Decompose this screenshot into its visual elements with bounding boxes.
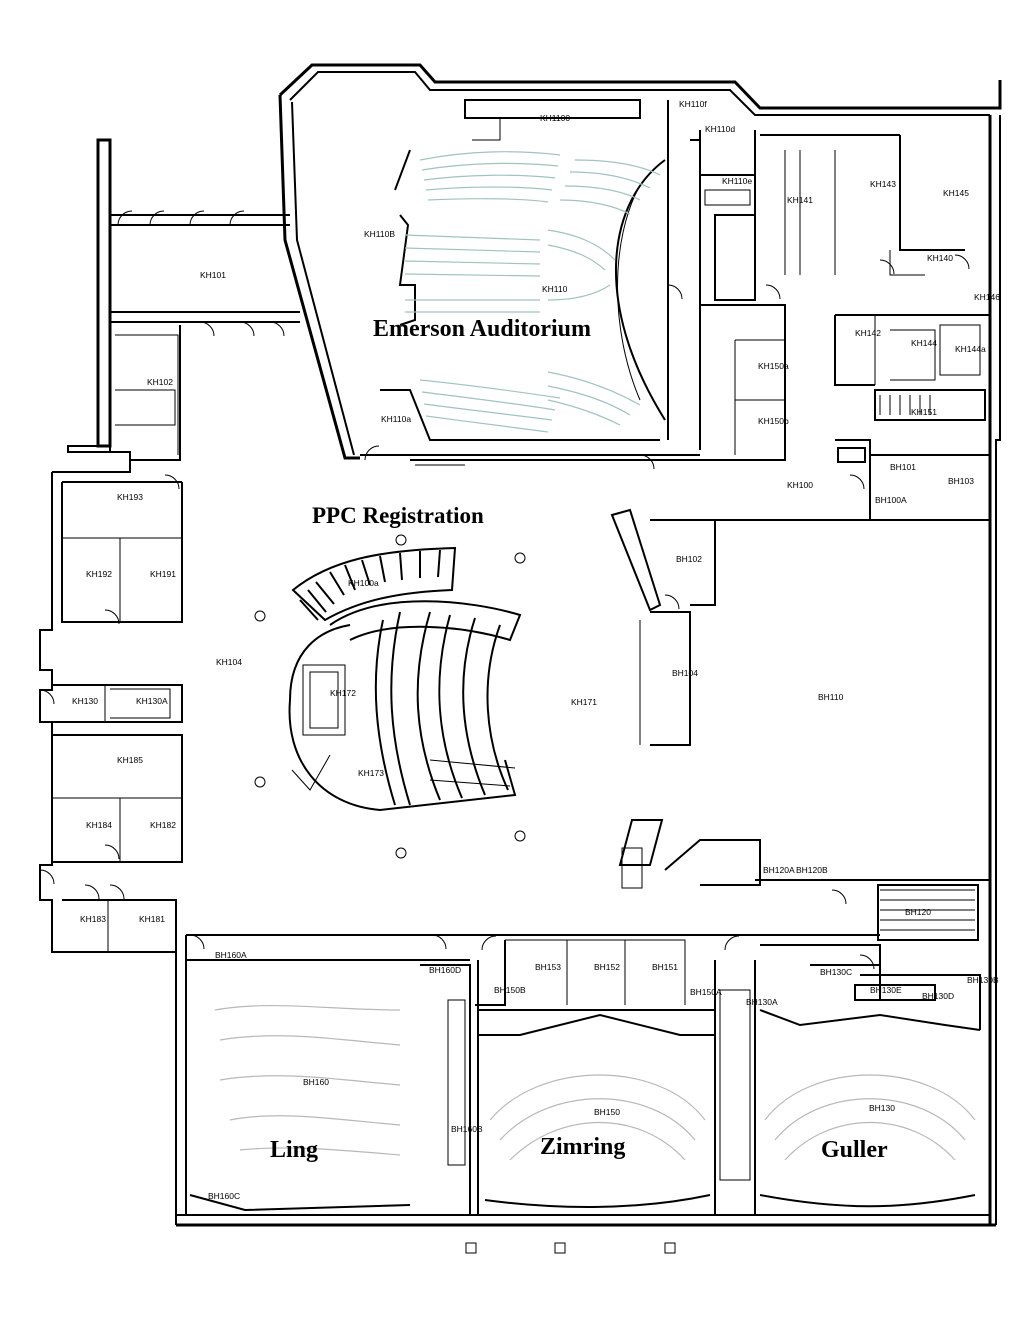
room-label: KH184 xyxy=(86,820,112,830)
room-label: BH150 xyxy=(594,1107,620,1117)
room-label: BH160B xyxy=(451,1124,483,1134)
hall-title-emerson: Emerson Auditorium xyxy=(373,316,591,342)
room-label: KH181 xyxy=(139,914,165,924)
room-label: BH150B xyxy=(494,985,526,995)
hall-title-zimring: Zimring xyxy=(540,1134,625,1160)
south-seating xyxy=(214,1004,976,1161)
room-label: KH141 xyxy=(787,195,813,205)
room-label: KH102 xyxy=(147,377,173,387)
doors xyxy=(39,210,970,970)
room-label: BH160C xyxy=(208,1191,240,1201)
room-label: BH100A xyxy=(875,495,907,505)
room-label: BH130D xyxy=(922,991,954,1001)
room-label: KH143 xyxy=(870,179,896,189)
room-label: KH101 xyxy=(200,270,226,280)
emerson-seating xyxy=(404,151,661,433)
room-label: KH1100 xyxy=(540,113,570,123)
room-label: BH130C xyxy=(820,967,852,977)
room-label: BH153 xyxy=(535,962,561,972)
room-label: KH191 xyxy=(150,569,176,579)
room-label: KH183 xyxy=(80,914,106,924)
room-label: KH144 xyxy=(911,338,937,348)
room-label: KH146 xyxy=(974,292,1000,302)
room-label: BH120 xyxy=(905,907,931,917)
room-label: KH140 xyxy=(927,253,953,263)
room-label: KH110a xyxy=(381,414,411,424)
room-label: BH101 xyxy=(890,462,916,472)
room-label: BH120B xyxy=(796,865,828,875)
room-label: KH150b xyxy=(758,416,789,426)
hall-title-guller: Guller xyxy=(821,1137,888,1163)
room-label: KH110d xyxy=(705,124,735,134)
room-label: KH172 xyxy=(330,688,356,698)
room-label: BH120A xyxy=(763,865,795,875)
northeast-rooms xyxy=(690,130,990,521)
west-rooms xyxy=(52,322,183,952)
room-label: KH130A xyxy=(136,696,168,706)
room-label: BH152 xyxy=(594,962,620,972)
south-halls xyxy=(186,934,981,1215)
legend-box-3 xyxy=(664,1242,676,1254)
room-label: KH142 xyxy=(855,328,881,338)
room-label: KH144a xyxy=(955,344,986,354)
room-label: KH110 xyxy=(542,284,568,294)
room-label: KH130 xyxy=(72,696,98,706)
room-label: KH182 xyxy=(150,820,176,830)
room-label: BH160 xyxy=(303,1077,329,1087)
room-label: BH130A xyxy=(746,997,778,1007)
hall-title-ling: Ling xyxy=(270,1137,318,1163)
room-label: BH151 xyxy=(652,962,678,972)
room-label: KH193 xyxy=(117,492,143,502)
room-label: KH145 xyxy=(943,188,969,198)
room-label: BH110 xyxy=(818,692,844,702)
room-label: BH160D xyxy=(429,965,461,975)
east-central-rooms xyxy=(610,508,990,941)
legend-box-2 xyxy=(554,1242,566,1254)
room-label: BH160A xyxy=(215,950,247,960)
room-label: KH192 xyxy=(86,569,112,579)
room-label: BH150A xyxy=(690,987,722,997)
room-label: KH151 xyxy=(911,407,937,417)
room-label: KH100 xyxy=(787,480,813,490)
emerson-interior xyxy=(360,99,701,466)
room-label: KH104 xyxy=(216,657,242,667)
room-label: BH103 xyxy=(948,476,974,486)
room-label: BH102 xyxy=(676,554,702,564)
room-label: KH110f xyxy=(679,99,707,109)
hall-title-registration: PPC Registration xyxy=(312,503,484,528)
room-label: BH130B xyxy=(967,975,999,985)
room-label: KH110B xyxy=(364,229,395,239)
room-label: KH150a xyxy=(758,361,789,371)
room-label: KH185 xyxy=(117,755,143,765)
building-outline xyxy=(39,63,1002,1227)
room-label: BH104 xyxy=(672,668,698,678)
room-label: KH110e xyxy=(722,176,752,186)
room-labels: KH110f KH1100 KH110d KH110e KH141 KH143 … xyxy=(72,99,1000,1201)
room-label: KH173 xyxy=(358,768,384,778)
room-label: BH130 xyxy=(869,1103,895,1113)
room-label: BH130E xyxy=(870,985,902,995)
room-label: KH100a xyxy=(348,578,379,588)
room-label: KH171 xyxy=(571,697,597,707)
legend-box-1 xyxy=(465,1242,477,1254)
central-theater xyxy=(254,534,526,859)
